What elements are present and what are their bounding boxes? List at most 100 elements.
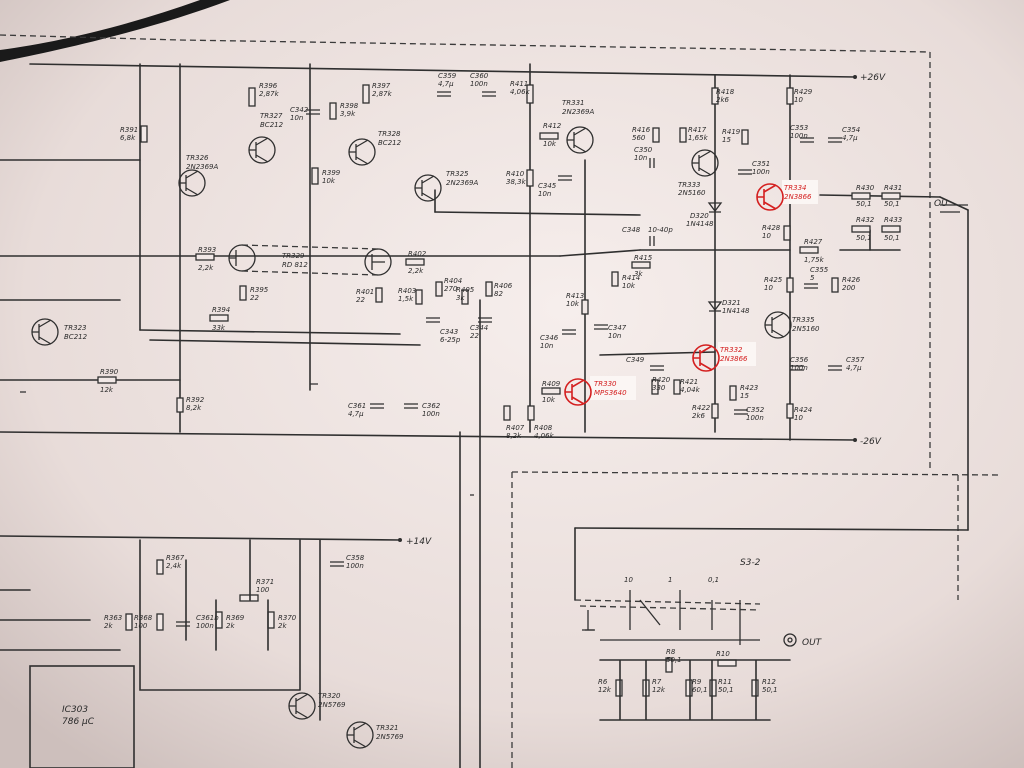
- svg-text:C358: C358: [346, 554, 365, 562]
- svg-text:50,1: 50,1: [856, 234, 872, 242]
- svg-text:2,87k: 2,87k: [259, 90, 280, 98]
- svg-text:R425: R425: [764, 276, 783, 284]
- transistor-tr330: TR330 MPS3640: [564, 376, 636, 406]
- rail-pos26-label: +26V: [860, 73, 886, 83]
- svg-text:2,2k: 2,2k: [408, 267, 424, 275]
- svg-text:2N3866: 2N3866: [784, 193, 812, 201]
- diode-d320: D320 1N4148: [686, 202, 723, 228]
- svg-text:D320: D320: [690, 212, 709, 220]
- svg-text:100n: 100n: [196, 622, 214, 630]
- svg-text:2,4k: 2,4k: [166, 562, 182, 570]
- svg-text:100n: 100n: [422, 410, 440, 418]
- svg-text:C359: C359: [438, 72, 457, 80]
- svg-text:1,65k: 1,65k: [688, 134, 709, 142]
- svg-text:R416: R416: [632, 126, 651, 134]
- svg-text:10k: 10k: [322, 177, 336, 185]
- svg-text:10: 10: [764, 284, 773, 292]
- diode-d321: D321 1N4148: [707, 299, 750, 315]
- svg-text:R10: R10: [716, 650, 730, 658]
- svg-text:50,1: 50,1: [762, 686, 778, 694]
- transistor-tr335: TR335 2N5160: [764, 311, 820, 339]
- ic-ic303: IC303 786 µC: [29, 665, 135, 768]
- svg-text:R422: R422: [692, 404, 711, 412]
- svg-text:C349: C349: [626, 356, 645, 364]
- svg-text:R429: R429: [794, 88, 813, 96]
- svg-text:2k: 2k: [226, 622, 235, 630]
- svg-text:10k: 10k: [622, 282, 636, 290]
- svg-text:C351: C351: [752, 160, 770, 168]
- svg-text:R398: R398: [340, 102, 359, 110]
- svg-text:TR320: TR320: [318, 692, 341, 700]
- svg-text:2,2k: 2,2k: [198, 264, 214, 272]
- svg-text:C362: C362: [422, 402, 441, 410]
- svg-text:C361b: C361b: [196, 614, 219, 622]
- svg-text:C345: C345: [538, 182, 557, 190]
- svg-text:100: 100: [134, 622, 148, 630]
- svg-text:C361: C361: [348, 402, 366, 410]
- svg-text:C355: C355: [810, 266, 829, 274]
- svg-text:100n: 100n: [470, 80, 488, 88]
- svg-text:R363: R363: [104, 614, 122, 622]
- svg-text:50,1: 50,1: [884, 234, 900, 242]
- svg-text:10n: 10n: [290, 114, 303, 122]
- svg-text:C354: C354: [842, 126, 860, 134]
- svg-text:TR323: TR323: [64, 324, 87, 332]
- svg-text:TR333: TR333: [678, 181, 701, 189]
- svg-text:2k6: 2k6: [692, 412, 706, 420]
- svg-text:R426: R426: [842, 276, 861, 284]
- svg-text:8,2k: 8,2k: [506, 432, 522, 440]
- rail-neg26: [0, 431, 856, 441]
- transistor-tr328: TR328 BC212: [348, 130, 402, 166]
- svg-text:1,5k: 1,5k: [398, 295, 414, 303]
- svg-text:R392: R392: [186, 396, 205, 404]
- svg-text:D321: D321: [722, 299, 741, 307]
- svg-text:4,7µ: 4,7µ: [846, 364, 862, 372]
- svg-text:100n: 100n: [790, 132, 808, 140]
- svg-text:1,75k: 1,75k: [804, 256, 825, 264]
- svg-text:10: 10: [794, 96, 803, 104]
- svg-text:R395: R395: [250, 286, 269, 294]
- svg-text:C352: C352: [746, 406, 765, 414]
- svg-text:33k: 33k: [212, 324, 226, 332]
- svg-text:330: 330: [652, 384, 666, 392]
- svg-text:S3-2: S3-2: [740, 558, 761, 568]
- svg-text:60,1: 60,1: [692, 686, 708, 694]
- svg-text:R433: R433: [884, 216, 902, 224]
- svg-text:2k: 2k: [104, 622, 113, 630]
- rail-pos14: [0, 535, 401, 541]
- svg-text:6,8k: 6,8k: [120, 134, 136, 142]
- svg-text:270: 270: [444, 285, 458, 293]
- svg-text:TR321: TR321: [376, 724, 399, 732]
- svg-text:C360: C360: [470, 72, 489, 80]
- svg-text:C356: C356: [790, 356, 809, 364]
- svg-text:4,06k: 4,06k: [534, 432, 555, 440]
- capacitor-c349: C349: [626, 356, 664, 371]
- svg-text:1N4148: 1N4148: [686, 220, 714, 228]
- svg-text:0,1: 0,1: [708, 576, 719, 584]
- svg-text:BC212: BC212: [260, 121, 284, 129]
- svg-text:R6: R6: [598, 678, 608, 686]
